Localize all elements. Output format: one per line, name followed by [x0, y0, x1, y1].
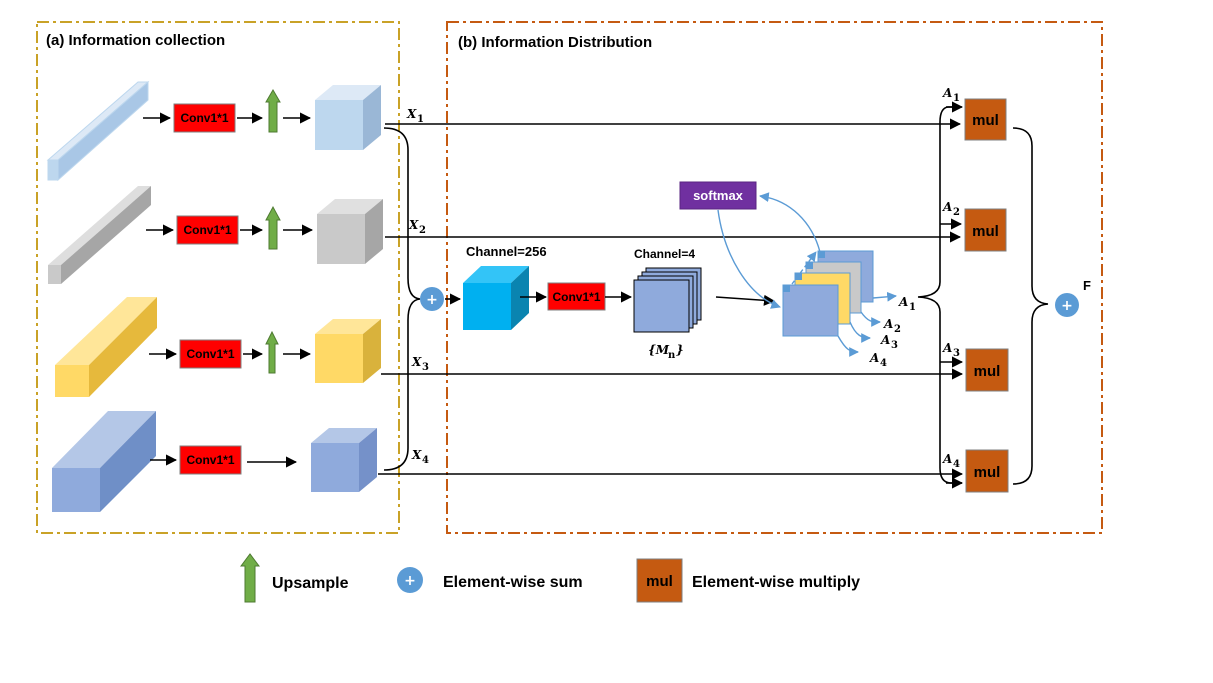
svg-text:A: A: [898, 295, 908, 309]
element-sum-circle-output: [1055, 293, 1079, 317]
legend-sum-label: Element-wise sum: [443, 574, 583, 591]
panel-a-title: (a) Information collection: [46, 32, 225, 49]
svg-text:A: A: [942, 452, 952, 466]
conv1x1-block-4: Conv1*1: [179, 445, 242, 475]
panel-b-title: (b) Information Distribution: [458, 34, 652, 51]
conv1x1-block-1: Conv1*1: [173, 103, 236, 133]
mul-block-4: mul: [965, 449, 1009, 493]
svg-text:mul: mul: [974, 464, 1001, 481]
svg-text:4: 4: [953, 459, 960, 470]
x2-cube: [317, 199, 383, 264]
svg-text:X: X: [411, 448, 422, 462]
svg-text:1: 1: [909, 302, 916, 313]
svg-text:A: A: [942, 86, 952, 100]
softmax-block: softmax: [679, 181, 757, 210]
level3-feature-bar: [55, 297, 157, 397]
channel-256-cube: [463, 266, 529, 330]
svg-text:1: 1: [953, 93, 960, 104]
legend-upsample-arrow-icon: [240, 553, 260, 603]
svg-text:A: A: [942, 200, 952, 214]
svg-text:4: 4: [880, 358, 887, 369]
svg-text:A: A: [869, 351, 879, 365]
svg-text:1: 1: [417, 114, 424, 125]
svg-text:}: }: [676, 343, 684, 357]
sum-brace: [1012, 127, 1049, 485]
conv1x1-label: Conv1*1: [186, 347, 234, 361]
svg-text:4: 4: [422, 455, 429, 466]
merge-brace: [383, 127, 421, 471]
svg-text:3: 3: [422, 362, 429, 373]
svg-text:mul: mul: [646, 573, 673, 590]
svg-text:2: 2: [953, 207, 960, 218]
svg-text:mul: mul: [972, 223, 999, 240]
legend-sum-icon: [397, 567, 423, 593]
panel-a-border: [36, 21, 400, 534]
level1-feature-bar: [46, 80, 150, 182]
mul-block-2: mul: [964, 208, 1007, 252]
conv1x1-block-2: Conv1*1: [176, 215, 239, 245]
svg-text:A: A: [880, 333, 890, 347]
svg-text:mul: mul: [974, 363, 1001, 380]
output-f-label: F: [1083, 278, 1091, 293]
svg-text:A: A: [942, 341, 952, 355]
conv1x1-label: Conv1*1: [186, 453, 234, 467]
upsample-arrow-3: [265, 330, 279, 374]
plus-symbol: +: [426, 292, 438, 308]
conv1x1-label: Conv1*1: [552, 290, 600, 304]
panel-b-border: [446, 21, 1103, 534]
svg-text:{M: {M: [648, 343, 670, 357]
level2-feature-bar: [48, 186, 151, 284]
x3-cube: [315, 319, 381, 383]
channel-256-label: Channel=256: [466, 244, 547, 259]
svg-text:X: X: [406, 107, 417, 121]
x4-cube: [311, 428, 377, 492]
svg-text:X: X: [408, 218, 419, 232]
conv1x1-block-3: Conv1*1: [179, 339, 242, 369]
plus-symbol: +: [1061, 298, 1073, 314]
svg-text:2: 2: [419, 225, 426, 236]
mul-block-3: mul: [965, 348, 1009, 392]
channel-4-label: Channel=4: [634, 247, 695, 261]
plus-symbol: +: [404, 573, 416, 589]
distribution-brace: [917, 106, 962, 484]
softmax-output-arrow: [717, 209, 781, 309]
svg-text:2: 2: [894, 324, 901, 335]
legend-upsample-label: Upsample: [272, 575, 349, 592]
attention-map-stack: [782, 250, 874, 337]
x1-cube: [315, 85, 381, 150]
svg-text:A: A: [883, 317, 893, 331]
svg-text:X: X: [411, 355, 422, 369]
upsample-arrow-2: [265, 205, 281, 250]
softmax-input-arrow: [759, 192, 821, 253]
upsample-arrow-1: [265, 89, 281, 133]
mn-label: {M n }: [648, 343, 684, 361]
conv1x1-block-5: Conv1*1: [547, 282, 606, 311]
legend-multiply-icon: mul: [636, 558, 683, 603]
conv1x1-label: Conv1*1: [183, 223, 231, 237]
svg-text:mul: mul: [972, 112, 999, 129]
level4-feature-bar: [52, 411, 156, 512]
svg-text:3: 3: [891, 340, 898, 351]
element-sum-circle-merge: [420, 287, 444, 311]
mul-block-1: mul: [964, 98, 1007, 141]
svg-text:n: n: [668, 350, 676, 361]
mn-feature-stack: [633, 267, 702, 333]
svg-text:3: 3: [953, 348, 960, 359]
conv1x1-label: Conv1*1: [180, 111, 228, 125]
softmax-label: softmax: [693, 188, 744, 203]
legend-multiply-label: Element-wise multiply: [692, 574, 860, 591]
